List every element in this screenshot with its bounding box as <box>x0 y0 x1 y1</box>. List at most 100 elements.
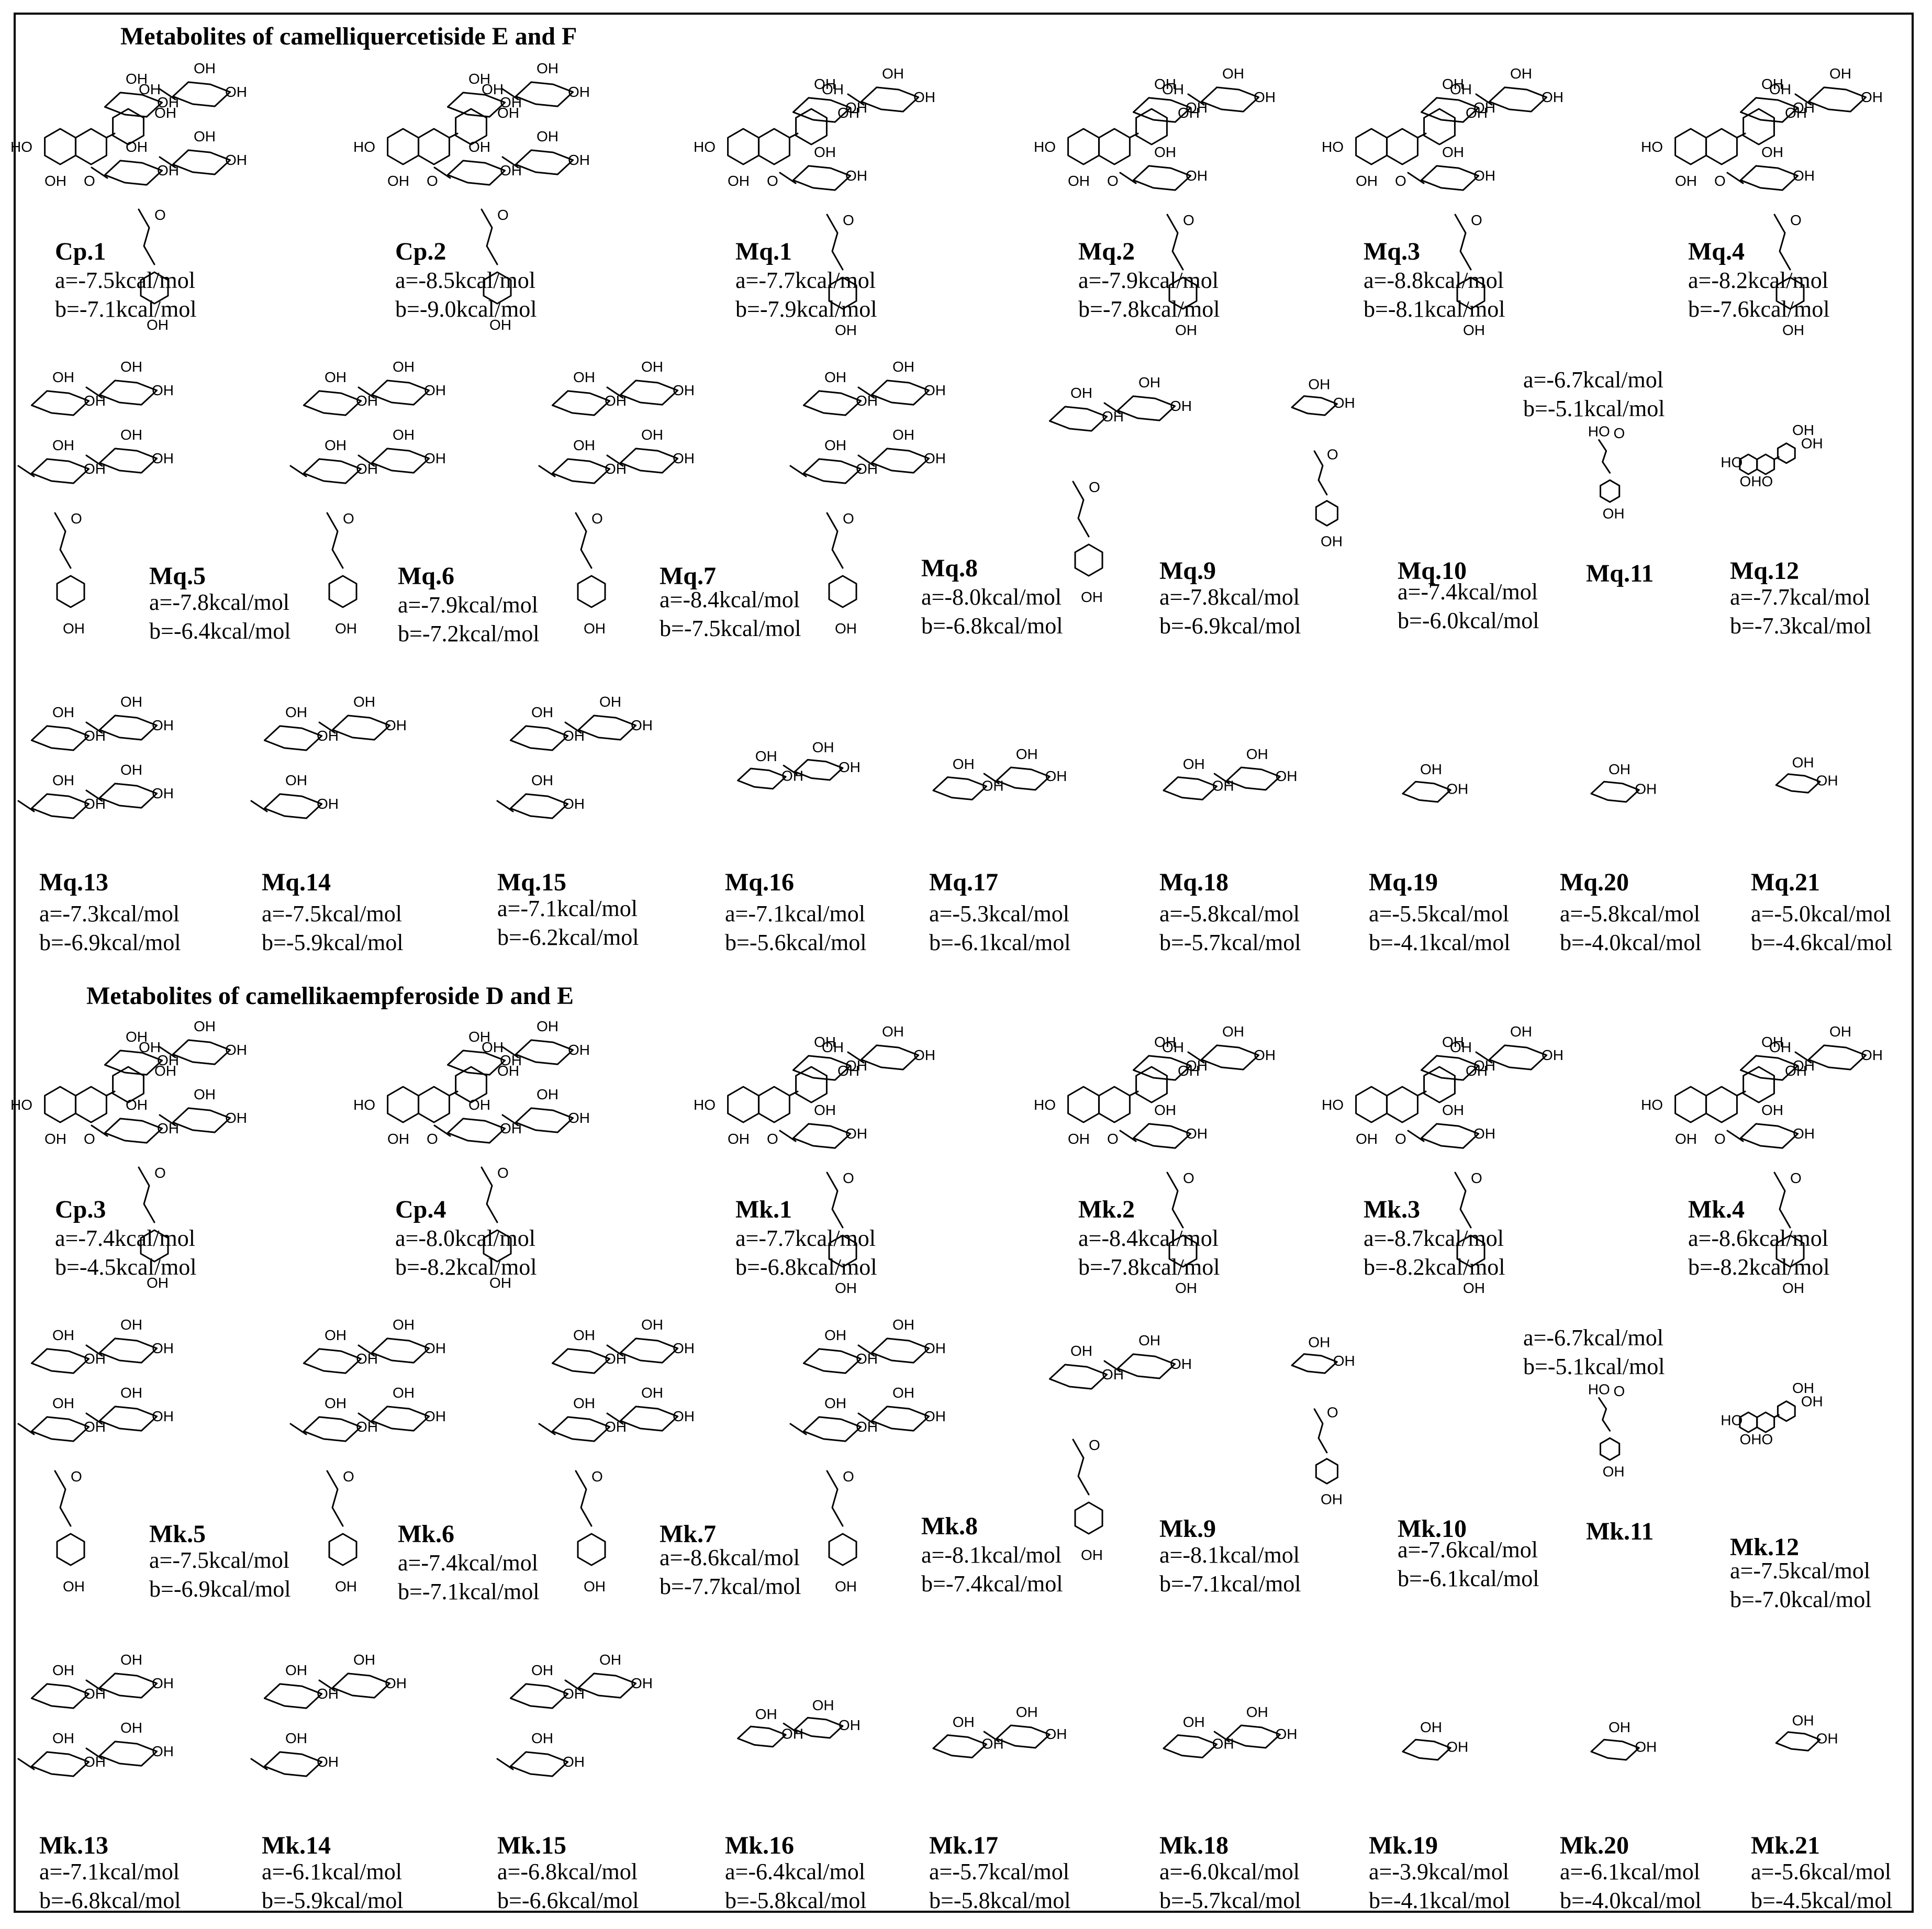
sugar-ring <box>1775 773 1821 794</box>
sugar-ring <box>802 390 862 416</box>
sugar-ring <box>446 92 506 118</box>
atom-label: OH <box>835 1280 857 1296</box>
binding-energy-b: b=-6.1kcal/mol <box>1398 1566 1539 1591</box>
b-ring <box>1777 442 1796 464</box>
glycosidic-bond <box>789 465 807 477</box>
atom-label: OH <box>1450 81 1472 97</box>
atom-label: OH <box>755 1706 777 1722</box>
atom-label: O <box>591 1468 603 1485</box>
sugar-ring <box>331 715 391 741</box>
phenyl-ring <box>828 1533 857 1566</box>
atom-label: OH <box>1212 1736 1234 1752</box>
binding-energy-a: a=-7.1kcal/mol <box>725 901 865 927</box>
binding-energy-b: b=-8.1kcal/mol <box>1364 296 1505 322</box>
atom-label: OH <box>1769 1039 1791 1055</box>
sugar-ring <box>30 390 90 416</box>
glycosidic-bond <box>1726 1130 1744 1142</box>
atom-label: OH <box>1793 168 1815 184</box>
bond <box>481 1166 498 1223</box>
atom-label: OH <box>120 427 142 443</box>
bond <box>1313 450 1328 496</box>
atom-label: OH <box>755 748 777 764</box>
atom-label: OH <box>52 1327 74 1343</box>
atom-label: O <box>1761 473 1773 489</box>
atom-label: OH <box>1246 746 1268 762</box>
atom-label: OH <box>631 717 653 733</box>
atom-label: OH <box>1609 761 1631 777</box>
atom-label: OH <box>882 65 904 82</box>
a-ring <box>1355 128 1388 165</box>
atom-label: OH <box>335 1578 357 1595</box>
phenyl-ring <box>56 1533 85 1566</box>
binding-energy-a: a=-7.8kcal/mol <box>1159 584 1300 610</box>
sugar-ring <box>1420 1123 1480 1149</box>
phenyl-ring <box>1456 276 1486 310</box>
binding-energy-a: a=-7.5kcal/mol <box>262 901 402 927</box>
atom-label: OH <box>152 450 174 466</box>
glycosidic-bond <box>85 1412 103 1425</box>
sugar-ring <box>98 380 158 406</box>
atom-label: OH <box>157 94 179 110</box>
atom-label: OH <box>154 105 176 121</box>
sugar-ring <box>737 1725 787 1748</box>
atom-label: OH <box>924 1340 946 1356</box>
atom-label: OH <box>1473 1057 1495 1074</box>
atom-label: OH <box>1175 1280 1197 1296</box>
atom-label: OH <box>468 71 490 87</box>
binding-energy-a: a=-7.3kcal/mol <box>39 901 180 927</box>
sugar-ring <box>794 1716 844 1739</box>
atom-label: OH <box>468 1097 490 1113</box>
phenyl-ring <box>828 575 857 608</box>
phenyl-ring <box>828 276 857 310</box>
atom-label: OH <box>845 168 867 184</box>
atom-label: OH <box>814 1102 836 1118</box>
atom-label: O <box>1395 1131 1406 1147</box>
binding-energy-a: a=-6.7kcal/mol <box>1523 367 1663 393</box>
binding-energy-b: b=-8.2kcal/mol <box>395 1254 537 1280</box>
bond <box>1736 132 1746 139</box>
compound-label: Mk.20 <box>1560 1832 1629 1859</box>
sugar-ring <box>1807 86 1867 113</box>
c-ring <box>1386 1086 1419 1123</box>
bond <box>1072 1439 1090 1496</box>
atom-label: OH <box>835 1578 857 1595</box>
atom-label: OH <box>468 139 490 155</box>
c-ring <box>1705 1086 1738 1123</box>
binding-energy-b: b=-4.6kcal/mol <box>1751 930 1893 955</box>
c-ring <box>1098 1086 1131 1123</box>
atom-label: OH <box>605 1351 627 1367</box>
atom-label: HO <box>1721 454 1743 471</box>
atom-label: OH <box>845 1057 867 1074</box>
binding-energy-a: a=-6.1kcal/mol <box>1560 1859 1700 1885</box>
glycosidic-bond <box>538 465 556 477</box>
atom-label: OH <box>1463 1280 1485 1296</box>
atom-label: OH <box>563 728 585 744</box>
glycosidic-bond <box>789 1423 807 1435</box>
atom-label: OH <box>892 1317 914 1333</box>
atom-label: OH <box>325 1395 347 1411</box>
binding-energy-b: b=-4.1kcal/mol <box>1369 930 1511 955</box>
atom-label: OH <box>84 393 106 409</box>
binding-energy-a: a=-7.6kcal/mol <box>1398 1537 1538 1563</box>
binding-energy-b: b=-7.1kcal/mol <box>55 296 197 322</box>
atom-label: HO <box>1034 1097 1056 1113</box>
sugar-ring <box>446 160 506 186</box>
binding-energy-b: b=-7.2kcal/mol <box>398 621 540 646</box>
sugar-ring <box>1132 165 1192 191</box>
phenyl-ring <box>577 575 606 608</box>
atom-label: OH <box>1068 1131 1090 1147</box>
binding-energy-b: b=-7.3kcal/mol <box>1730 613 1872 639</box>
